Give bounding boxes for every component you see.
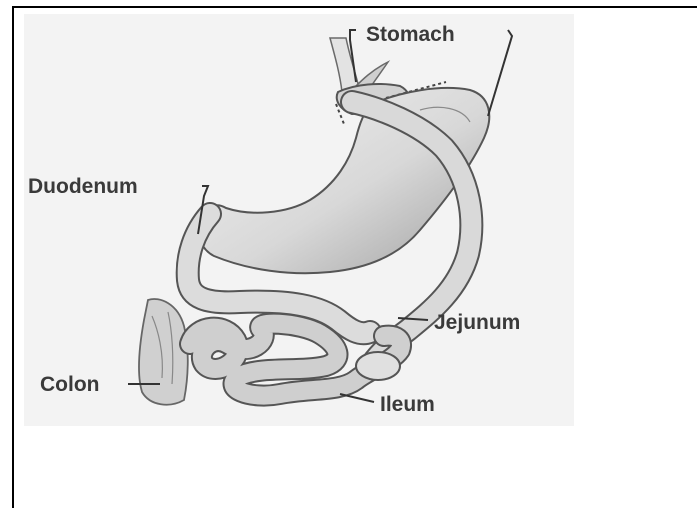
- label-colon: Colon: [40, 373, 99, 396]
- label-duodenum: Duodenum: [28, 175, 138, 198]
- digestive-tract-illustration: Stomach Duodenum Jejunum Colon Ileum: [14, 8, 697, 508]
- label-ileum: Ileum: [380, 393, 435, 416]
- label-jejunum: Jejunum: [434, 311, 520, 334]
- label-stomach: Stomach: [366, 23, 455, 46]
